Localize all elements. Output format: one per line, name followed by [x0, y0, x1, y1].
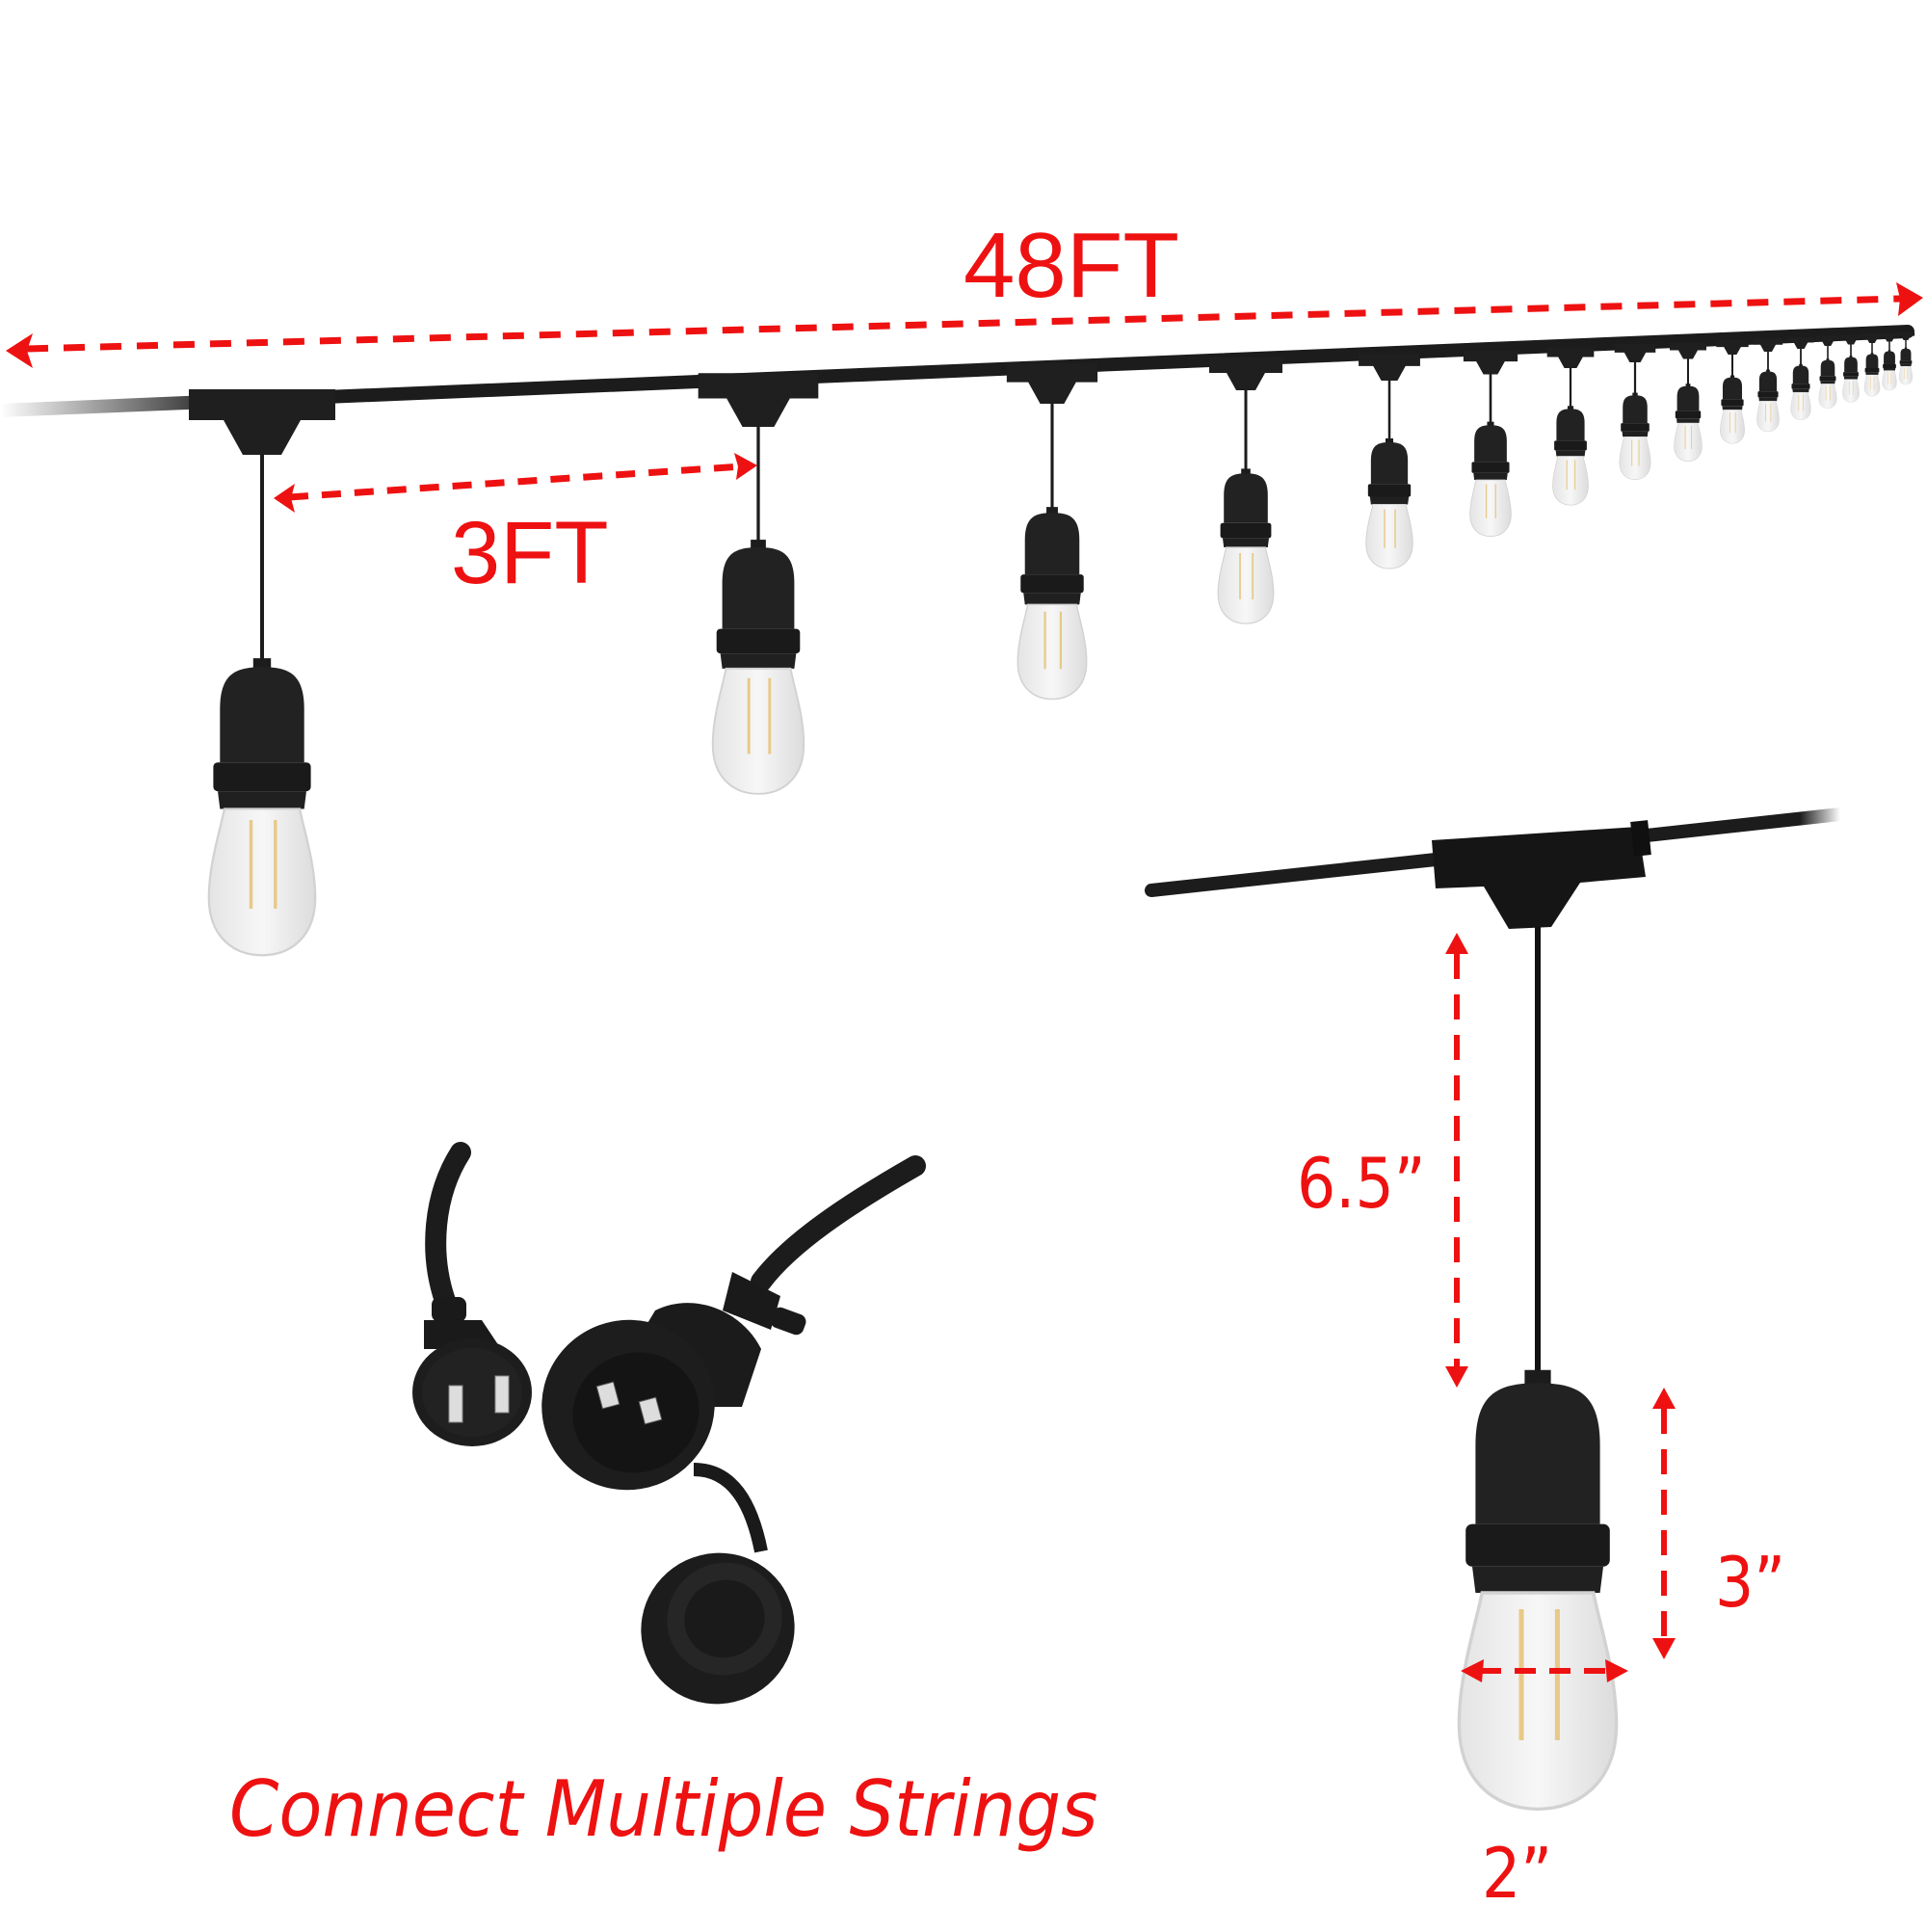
bulb-spacing-label: 3FT [451, 504, 609, 602]
bulb-detail [1145, 807, 1847, 1809]
string-lights [189, 331, 1915, 958]
female-socket [541, 1272, 806, 1491]
bulb-width-arrow [1461, 1659, 1628, 1682]
total-length-arrow [6, 282, 1923, 368]
bulb-width-label: 2” [1482, 1833, 1553, 1914]
drop-length-arrow [1445, 933, 1468, 1388]
total-length-label: 48FT [964, 214, 1180, 317]
drop-length-label: 6.5” [1297, 1143, 1426, 1224]
male-plug [412, 1297, 532, 1446]
bulb-height-label: 3” [1715, 1542, 1786, 1623]
bulb-height-arrow [1652, 1388, 1676, 1659]
connector-detail [412, 1142, 926, 1705]
connector-caption: Connect Multiple Strings [229, 1764, 1098, 1854]
socket-cap [641, 1552, 795, 1705]
spacing-arrow [274, 453, 757, 513]
